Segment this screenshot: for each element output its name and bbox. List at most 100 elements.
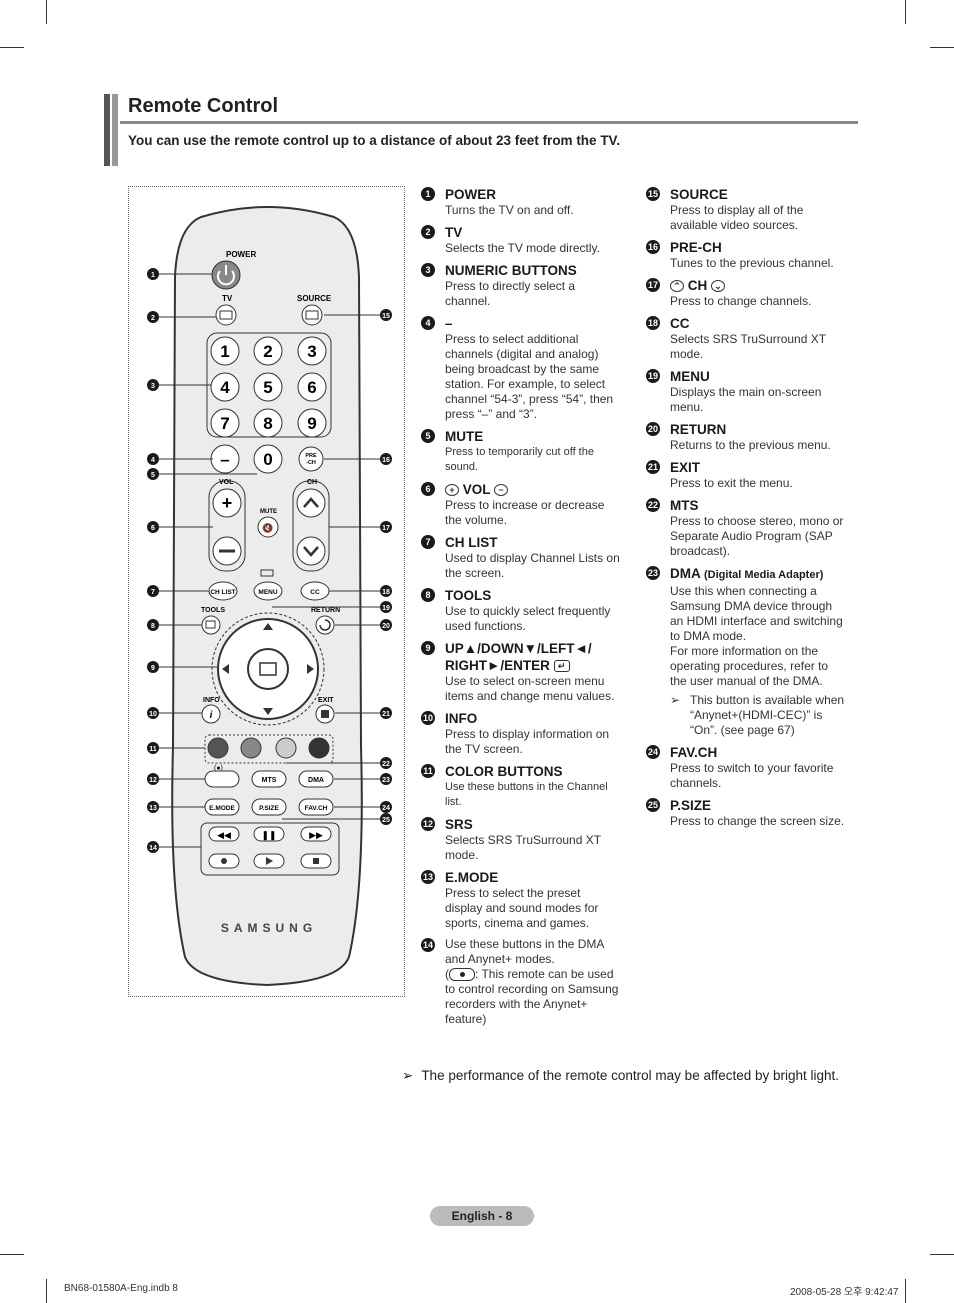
digit-button[interactable] [210, 372, 240, 402]
item-description: Selects SRS TruSurround XT mode. [670, 332, 826, 361]
crop-mark [46, 1279, 47, 1303]
cc-label: CC [310, 589, 320, 596]
source-label: SOURCE [297, 294, 332, 303]
description-item: 17⌃ CH ⌄Press to change channels. [646, 277, 846, 309]
callout-badge [147, 585, 159, 597]
blue-button[interactable] [308, 737, 330, 759]
tv-label: TV [222, 294, 233, 303]
digit-button[interactable] [210, 408, 240, 438]
callout-number: 19 [382, 605, 390, 612]
item-number-badge: 25 [646, 798, 660, 812]
dma-button[interactable] [298, 770, 334, 788]
item-title: MTS [670, 498, 699, 513]
info-label: INFO [203, 697, 220, 704]
item-number-badge: 12 [421, 817, 435, 831]
up-arrow-icon[interactable] [263, 623, 273, 630]
digit-button[interactable] [253, 444, 283, 474]
p-size-button[interactable] [251, 798, 287, 816]
mute-button[interactable] [257, 516, 279, 538]
mts-button[interactable] [251, 770, 287, 788]
item-title: CH LIST [445, 535, 498, 550]
callout-badge [147, 841, 159, 853]
item-description: For more information on the operating pr… [670, 644, 829, 688]
item-description: Press to directly select a channel. [445, 279, 576, 308]
red-button[interactable] [207, 737, 229, 759]
callout-badge [380, 773, 392, 785]
item-title: – [445, 316, 453, 331]
callout-number: 15 [382, 313, 390, 320]
speaker-mute-icon: 🔇 [262, 522, 273, 533]
green-button[interactable] [240, 737, 262, 759]
menu-button[interactable] [253, 581, 283, 601]
ch-down-button[interactable] [296, 536, 326, 566]
item-description: Press to choose stereo, mono or Separate… [670, 514, 844, 558]
item-title: VOL [462, 482, 491, 497]
item-number-badge: 16 [646, 240, 660, 254]
item-number-badge: 4 [421, 316, 435, 330]
source-icon [305, 310, 319, 320]
tools-button[interactable] [201, 615, 221, 635]
item-description: : This remote can be used to control rec… [445, 967, 619, 1026]
item-number-badge: 22 [646, 498, 660, 512]
fav-ch-button[interactable] [298, 798, 334, 816]
item-title: SRS [445, 817, 473, 832]
item-number-badge: 15 [646, 187, 660, 201]
transport-frame [200, 822, 340, 876]
digit-button[interactable] [210, 336, 240, 366]
tools-label: TOOLS [201, 607, 225, 614]
enter-button[interactable] [247, 648, 289, 690]
callout-badge [147, 453, 159, 465]
fast-forward-icon: ▶▶ [309, 830, 323, 840]
callout-number: 4 [151, 457, 155, 464]
digit-button[interactable] [297, 408, 327, 438]
play-icon [266, 857, 273, 865]
vol-frame [208, 480, 246, 572]
info-button[interactable] [201, 704, 221, 724]
vol-up-button[interactable] [212, 488, 242, 518]
callout-number: 12 [149, 777, 157, 784]
srs-button[interactable] [204, 770, 240, 788]
item-description: Press to change the screen size. [670, 814, 845, 828]
callout-badge [147, 468, 159, 480]
item-title: EXIT [670, 460, 701, 475]
callout-badge [380, 757, 392, 769]
digit-button[interactable] [253, 408, 283, 438]
right-arrow-icon[interactable] [307, 664, 314, 674]
down-arrow-icon[interactable] [263, 708, 273, 715]
callout-number: 10 [149, 711, 157, 718]
digit-button[interactable] [297, 372, 327, 402]
digit-button[interactable] [297, 336, 327, 366]
pause-button[interactable] [253, 826, 285, 842]
minus-icon: − [494, 484, 509, 497]
digit-button[interactable] [253, 336, 283, 366]
ch-up-button[interactable] [296, 488, 326, 518]
crop-mark [0, 1254, 24, 1255]
footer-file: BN68-01580A-Eng.indb 8 [64, 1283, 178, 1294]
source-button[interactable] [301, 304, 323, 326]
tv-button[interactable] [215, 304, 237, 326]
digit-label: 7 [220, 414, 229, 433]
pre-ch-button[interactable] [298, 446, 324, 472]
callout-number: 24 [382, 805, 390, 812]
pause-icon: ❚❚ [261, 830, 276, 841]
callout-badge [380, 521, 392, 533]
fast-forward-button[interactable] [300, 826, 332, 842]
digit-label: 2 [263, 342, 272, 361]
callout-badge [147, 379, 159, 391]
callout-number: 13 [149, 805, 157, 812]
return-button[interactable] [315, 615, 335, 635]
vol-label: VOL [219, 479, 234, 486]
fav-ch-label: FAV.CH [305, 805, 328, 812]
digit-button[interactable] [253, 372, 283, 402]
rewind-button[interactable] [208, 826, 240, 842]
yellow-button[interactable] [275, 737, 297, 759]
left-arrow-icon[interactable] [222, 664, 229, 674]
item-number-badge: 14 [421, 938, 435, 952]
callout-badge [147, 801, 159, 813]
ch-list-label: CH LIST [210, 589, 235, 596]
